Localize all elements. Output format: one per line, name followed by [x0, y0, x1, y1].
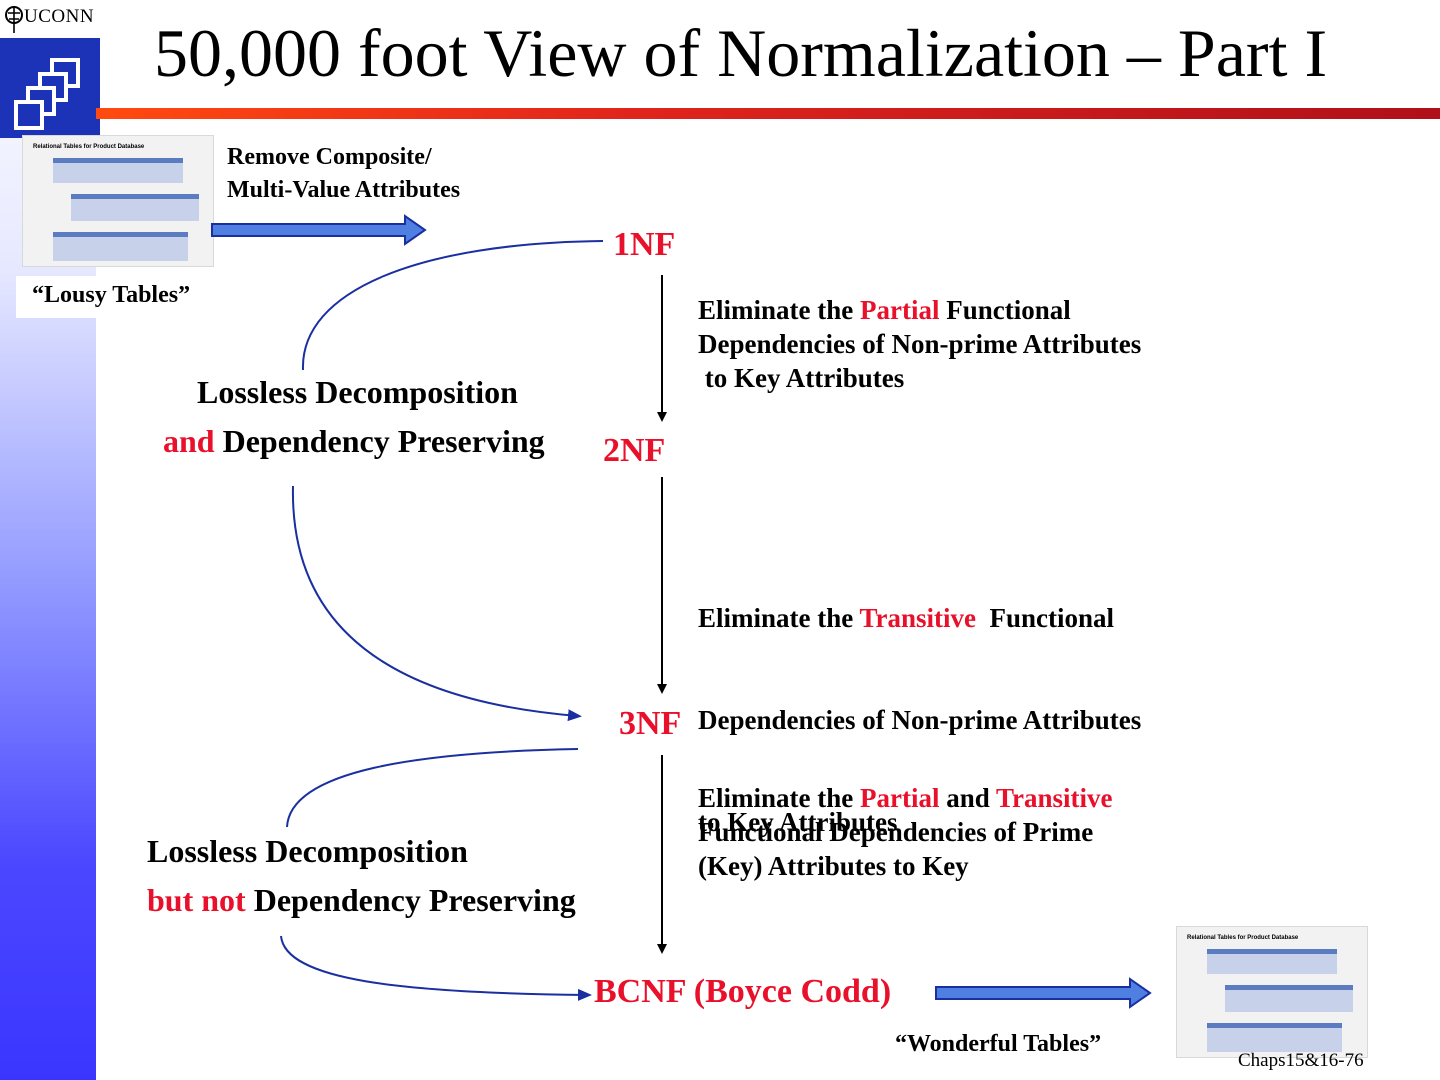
block-arrow-bottom	[936, 979, 1150, 1007]
block-arrow-top	[212, 216, 425, 244]
curve-1nf-left	[303, 241, 603, 370]
curve-to-3nf	[293, 486, 578, 716]
curve-to-bcnf	[281, 936, 588, 995]
curve-3nf-left	[287, 749, 578, 827]
